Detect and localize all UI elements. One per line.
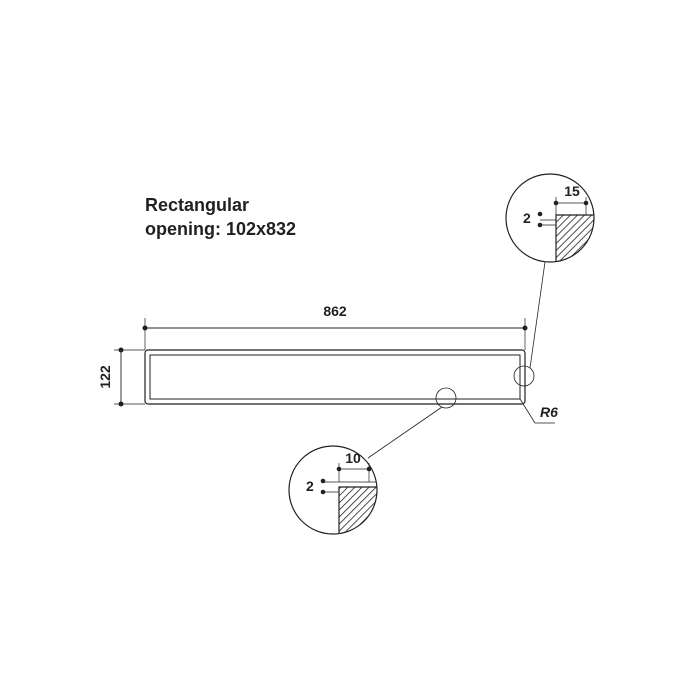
opening-note: Rectangular opening: 102x832 bbox=[145, 193, 296, 241]
detail-top: 15 2 bbox=[505, 173, 595, 263]
panel-outline bbox=[144, 349, 526, 405]
radius-leader: R6 bbox=[519, 398, 558, 424]
opening-note-line1: Rectangular bbox=[145, 195, 250, 215]
detail-top-depth-marker-lower bbox=[537, 222, 543, 228]
detail-bottom-depth-label: 2 bbox=[306, 478, 314, 494]
detail-bottom: 10 2 bbox=[288, 445, 378, 535]
length-label: 862 bbox=[323, 303, 347, 319]
detail-bottom-width-marker-right bbox=[366, 466, 372, 472]
detail-bottom-width-marker-left bbox=[336, 466, 342, 472]
detail-marker-bottom bbox=[435, 387, 457, 409]
height-label: 122 bbox=[97, 365, 113, 389]
detail-top-depth-label: 2 bbox=[523, 210, 531, 226]
detail-top-width-label: 15 bbox=[564, 183, 580, 199]
height-marker-top bbox=[118, 347, 124, 353]
radius-label: R6 bbox=[540, 404, 558, 420]
detail-marker-top bbox=[513, 365, 535, 387]
opening-note-line2: opening: 102x832 bbox=[145, 219, 297, 239]
length-dimension: 862 bbox=[142, 303, 528, 350]
length-marker-left bbox=[142, 325, 148, 331]
detail-bottom-depth-marker-lower bbox=[320, 489, 326, 495]
leader-line-bottom bbox=[367, 406, 443, 459]
detail-bottom-depth-marker-upper bbox=[320, 478, 326, 484]
length-marker-right bbox=[522, 325, 528, 331]
opening-outline bbox=[149, 354, 521, 400]
height-marker-bottom bbox=[118, 401, 124, 407]
leader-line-top bbox=[529, 261, 546, 369]
height-dimension: 122 bbox=[97, 347, 145, 407]
detail-top-width-marker-right bbox=[583, 200, 589, 206]
detail-top-depth-marker-upper bbox=[537, 211, 543, 217]
detail-top-width-marker-left bbox=[553, 200, 559, 206]
detail-bottom-width-label: 10 bbox=[345, 450, 361, 466]
